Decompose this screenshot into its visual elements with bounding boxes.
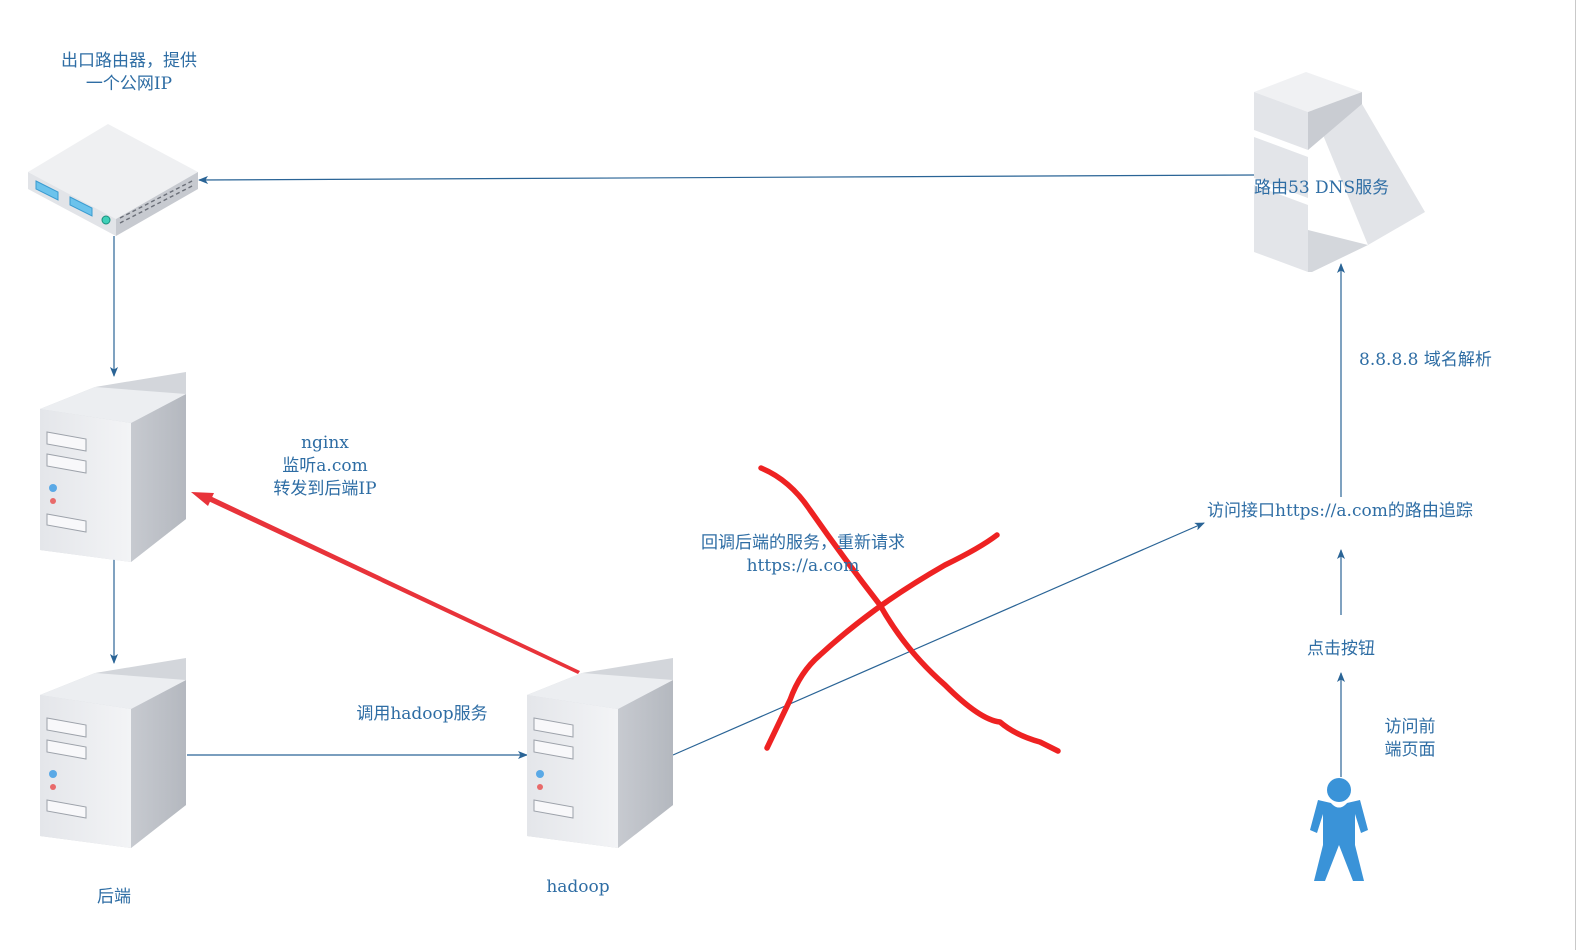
callback-red-arrowhead — [191, 492, 214, 506]
backend-label: 后端 — [97, 887, 131, 907]
router-icon — [28, 124, 198, 236]
nginx-label: nginx 监听a.com 转发到后端IP — [225, 432, 425, 501]
callback-label: 回调后端的服务，重新请求 https://a.com — [673, 532, 933, 578]
red-cross-icon — [758, 465, 1061, 754]
dns-server-icon — [1254, 72, 1425, 272]
dns-label: 路由53 DNS服务 — [1254, 178, 1390, 198]
canvas-edge — [1571, 0, 1576, 950]
click-button-label: 点击按钮 — [1307, 639, 1375, 659]
callback-red-arrow — [204, 494, 580, 674]
nginx-label-line-2: 监听a.com — [282, 456, 368, 476]
router-label-line-1: 出口路由器，提供 — [61, 51, 197, 71]
person-icon — [1310, 778, 1368, 881]
visit-frontend-line-2: 端页面 — [1384, 740, 1436, 760]
visit-frontend-line-1: 访问前 — [1384, 717, 1436, 737]
nginx-server-icon — [40, 372, 186, 562]
hadoop-server-icon — [527, 658, 673, 848]
router-label: 出口路由器，提供 一个公网IP — [20, 50, 238, 96]
dns-to-router-arrow — [198, 174, 1256, 184]
nginx-label-line-1: nginx — [301, 433, 349, 453]
hadoop-to-trace-arrow — [672, 522, 1205, 756]
callback-label-line-2: https://a.com — [746, 556, 860, 576]
backend-server-icon — [40, 658, 186, 848]
route-trace-label: 访问接口https://a.com的路由追踪 — [1207, 501, 1473, 521]
callback-label-line-1: 回调后端的服务，重新请求 — [701, 533, 905, 553]
router-label-line-2: 一个公网IP — [85, 74, 173, 94]
nginx-label-line-3: 转发到后端IP — [273, 479, 377, 499]
dns-resolve-label: 8.8.8.8 域名解析 — [1359, 350, 1492, 370]
hadoop-label: hadoop — [546, 877, 610, 897]
call-hadoop-label: 调用hadoop服务 — [356, 704, 488, 724]
visit-frontend-label: 访问前 端页面 — [1365, 716, 1455, 762]
